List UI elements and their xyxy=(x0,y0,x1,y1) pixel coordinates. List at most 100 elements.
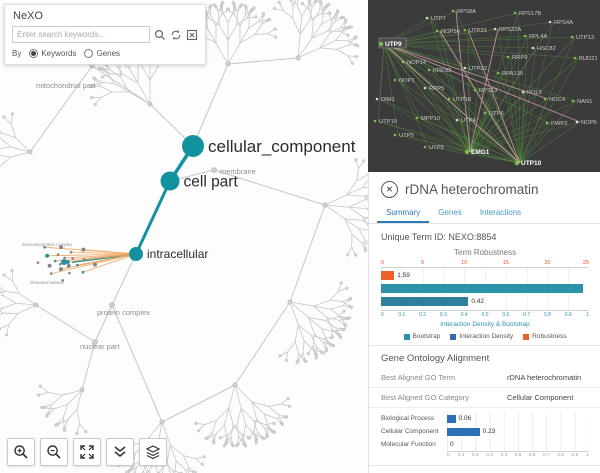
search-card: NeXO xyxy=(4,4,206,65)
svg-text:UTP7: UTP7 xyxy=(431,16,446,22)
biological-process-section-title: Biological Process xyxy=(369,466,600,473)
term-tabs: Summary Genes Interactions xyxy=(369,203,600,224)
svg-text:RPS22A: RPS22A xyxy=(499,27,521,33)
radio-genes[interactable]: Genes xyxy=(84,49,120,58)
svg-text:HSC82: HSC82 xyxy=(537,46,556,52)
tab-summary[interactable]: Summary xyxy=(377,203,430,223)
svg-text:RPS13: RPS13 xyxy=(479,88,497,94)
svg-text:EMG1: EMG1 xyxy=(471,149,490,156)
unique-term-id: Unique Term ID: NEXO:8854 xyxy=(381,232,497,242)
radio-keywords[interactable]: Keywords xyxy=(29,49,76,58)
go-term-row: Best Aligned GO Term rDNA heterochromati… xyxy=(369,368,600,388)
svg-text:MPP10: MPP10 xyxy=(421,116,440,122)
divider xyxy=(369,345,600,346)
robustness-chart-title: Term Robustness xyxy=(453,248,517,257)
svg-text:UTP13: UTP13 xyxy=(576,35,594,41)
svg-text:BUD21: BUD21 xyxy=(579,56,598,62)
svg-text:UTP6: UTP6 xyxy=(489,111,504,117)
fit-to-screen-icon xyxy=(80,445,94,459)
legend-robustness: Robustness xyxy=(523,333,567,340)
svg-text:cell part: cell part xyxy=(184,173,239,190)
zoom-in-icon xyxy=(14,445,28,459)
svg-text:KRE33: KRE33 xyxy=(433,68,451,74)
go-term-value: rDNA heterochromatin xyxy=(507,373,582,382)
svg-text:NOC4: NOC4 xyxy=(549,97,566,103)
svg-text:RPS4A: RPS4A xyxy=(554,20,573,26)
svg-text:UTP9: UTP9 xyxy=(385,41,402,48)
search-by-label: By xyxy=(12,49,22,58)
svg-text:membrane: membrane xyxy=(220,167,256,176)
divider xyxy=(369,465,600,466)
robustness-axis-caption: Interaction Density & Bootstrap xyxy=(440,321,530,328)
svg-text:ribosomal subunit: ribosomal subunit xyxy=(30,280,64,285)
svg-text:UTP18: UTP18 xyxy=(453,97,471,103)
svg-text:NOP56: NOP56 xyxy=(441,29,460,35)
svg-text:NOP14: NOP14 xyxy=(407,60,427,66)
svg-text:NAN1: NAN1 xyxy=(577,99,592,105)
term-title: rDNA heterochromatin xyxy=(405,182,539,197)
svg-text:cellular_component: cellular_component xyxy=(208,137,356,156)
tab-genes[interactable]: Genes xyxy=(438,208,462,217)
go-category-value: Cellular Component xyxy=(507,393,574,402)
svg-text:UTP5: UTP5 xyxy=(399,133,414,139)
clear-icon[interactable] xyxy=(186,29,198,41)
svg-text:DIM1: DIM1 xyxy=(381,97,395,103)
zoom-in-button[interactable] xyxy=(7,438,35,466)
zoom-out-icon xyxy=(47,445,61,459)
layers-icon xyxy=(145,445,161,460)
go-term-key: Best Aligned GO Term xyxy=(381,373,456,382)
svg-text:UTP10: UTP10 xyxy=(521,160,542,167)
collapse-all-button[interactable] xyxy=(106,438,134,466)
svg-text:mitochondrial part: mitochondrial part xyxy=(36,81,97,90)
svg-text:POL5: POL5 xyxy=(527,90,542,96)
svg-text:RRP5: RRP5 xyxy=(429,86,444,92)
legend-interaction-density: Interaction Density xyxy=(450,333,513,340)
svg-text:RPA135: RPA135 xyxy=(502,71,523,77)
svg-text:NOP1: NOP1 xyxy=(399,78,415,84)
svg-text:RPL4A: RPL4A xyxy=(529,34,548,40)
go-alignment-title: Gene Ontology Alignment xyxy=(381,353,490,364)
search-input[interactable] xyxy=(12,26,150,43)
svg-text:UTP21: UTP21 xyxy=(469,28,487,34)
svg-text:UTP4: UTP4 xyxy=(461,118,477,124)
svg-text:UTP22: UTP22 xyxy=(469,66,487,72)
go-category-row: Best Aligned GO Category Cellular Compon… xyxy=(369,388,600,408)
search-icon[interactable] xyxy=(154,29,166,41)
svg-text:RPS17B: RPS17B xyxy=(519,11,541,17)
fit-to-screen-button[interactable] xyxy=(73,438,101,466)
graph-toolbar xyxy=(7,438,167,466)
svg-text:protein complex: protein complex xyxy=(97,308,150,317)
zoom-out-button[interactable] xyxy=(40,438,68,466)
svg-text:PWP2: PWP2 xyxy=(551,121,567,127)
svg-text:ribonucleoprotein complex: ribonucleoprotein complex xyxy=(22,242,73,247)
legend-bootstrap: Bootstrap xyxy=(403,333,440,340)
refresh-icon[interactable] xyxy=(170,29,182,41)
svg-text:UTP8: UTP8 xyxy=(429,145,444,151)
collapse-all-icon xyxy=(114,446,126,457)
svg-text:RRP9: RRP9 xyxy=(512,55,527,61)
close-term-button[interactable]: ✕ xyxy=(381,181,398,198)
svg-text:NOP6: NOP6 xyxy=(581,120,597,126)
layers-button[interactable] xyxy=(139,438,167,466)
svg-text:intracellular: intracellular xyxy=(147,247,208,261)
search-by-options: Keywords Genes xyxy=(21,49,120,58)
svg-text:UTP15: UTP15 xyxy=(379,119,397,125)
robustness-legend: Bootstrap Interaction Density Robustness xyxy=(381,333,589,340)
tab-interactions[interactable]: Interactions xyxy=(479,208,522,217)
go-category-key: Best Aligned GO Category xyxy=(381,393,469,402)
app-title: NeXO xyxy=(13,10,43,22)
